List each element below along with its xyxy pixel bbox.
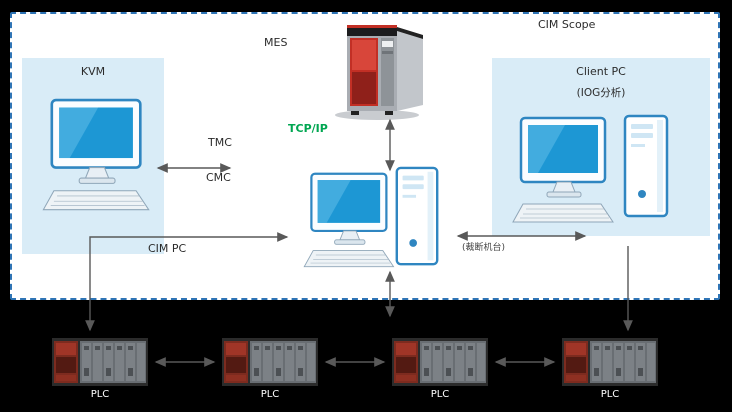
plc-unit-icon bbox=[392, 338, 488, 386]
cim-pc-monitor-icon bbox=[303, 172, 395, 268]
plc-label: PLC bbox=[430, 389, 450, 400]
plc-unit-icon bbox=[562, 338, 658, 386]
cim-pc-label: CIM PC bbox=[148, 242, 187, 255]
tcpip-label: TCP/IP bbox=[288, 122, 328, 135]
cim-scope-label: CIM Scope bbox=[538, 18, 596, 31]
cmc-label: CMC bbox=[206, 171, 231, 184]
tmc-label: TMC bbox=[208, 136, 232, 149]
mes-server-icon bbox=[335, 25, 423, 120]
mes-label: MES bbox=[264, 36, 288, 49]
kvm-label: KVM bbox=[80, 65, 106, 78]
plc-label: PLC bbox=[90, 389, 110, 400]
client-monitor-icon bbox=[512, 116, 614, 223]
client-pc-panel: Client PC (IOG分析) bbox=[492, 58, 710, 236]
kvm-panel: KVM bbox=[22, 58, 164, 254]
machine-link-label: (裁断机台) bbox=[462, 243, 506, 253]
client-tower-icon bbox=[623, 114, 669, 218]
plc-unit-icon bbox=[52, 338, 148, 386]
client-pc-sublabel: (IOG分析) bbox=[576, 87, 626, 99]
cim-pc-tower-icon bbox=[395, 166, 439, 266]
kvm-monitor-icon bbox=[42, 98, 150, 211]
plc-unit-icon bbox=[222, 338, 318, 386]
client-pc-label: Client PC bbox=[576, 65, 626, 78]
plc-label: PLC bbox=[260, 389, 280, 400]
plc-label: PLC bbox=[600, 389, 620, 400]
